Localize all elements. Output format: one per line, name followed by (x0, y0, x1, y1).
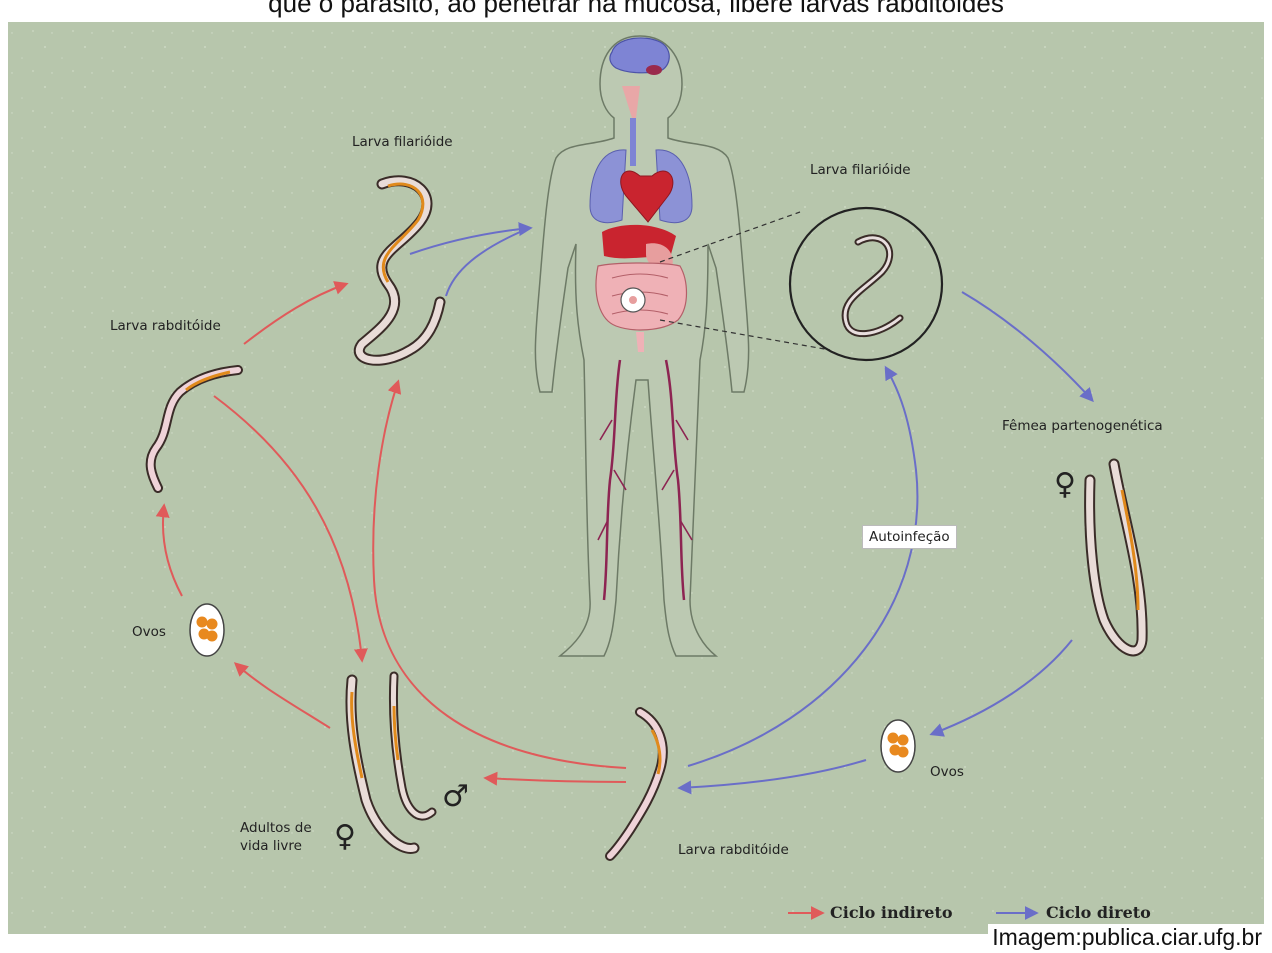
legend-indirect-label: Ciclo indireto (830, 903, 953, 922)
female-symbol-adults: ♀ (334, 822, 356, 852)
label-autoinfecao: Autoinfeção (862, 525, 957, 549)
label-femea: Fêmea partenogenética (1002, 418, 1163, 435)
label-larva-rabditoide-bottom: Larva rabditóide (678, 842, 789, 859)
label-adultos-line1: Adultos de (240, 820, 312, 837)
ovos-left-egg (190, 604, 224, 656)
label-adultos-line2: vida livre (240, 838, 302, 855)
ovos-right-egg (881, 720, 915, 772)
legend-direct-label: Ciclo direto (1046, 903, 1151, 922)
label-larva-filarioide-right: Larva filarióide (810, 162, 911, 179)
male-symbol-adults: ♂ (442, 782, 469, 812)
label-larva-filarioide-top: Larva filarióide (352, 134, 453, 151)
female-symbol-femea: ♀ (1054, 470, 1076, 500)
label-ovos-left: Ovos (132, 624, 166, 641)
label-ovos-right: Ovos (930, 764, 964, 781)
image-credit: Imagem:publica.ciar.ufg.br (988, 924, 1266, 951)
label-larva-rabditoide-left: Larva rabditóide (110, 318, 221, 335)
